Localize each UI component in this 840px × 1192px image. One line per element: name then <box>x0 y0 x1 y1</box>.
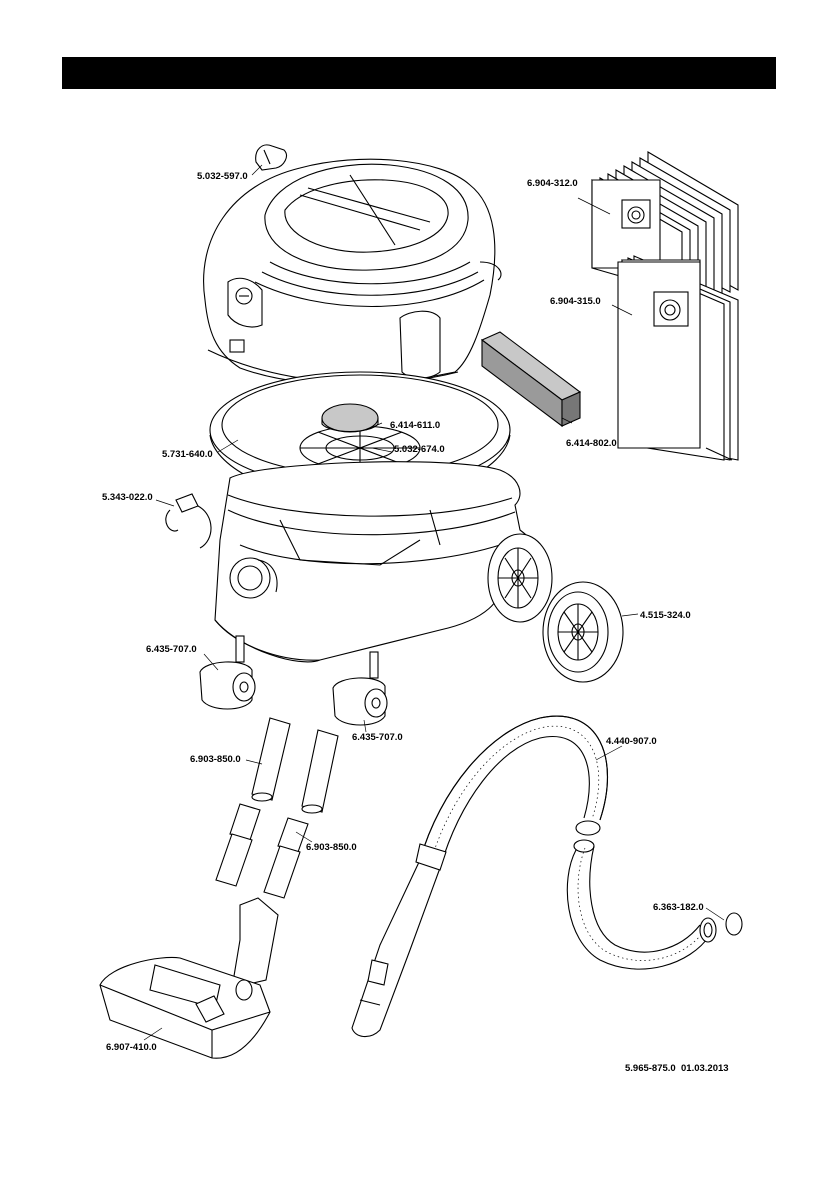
document-footer: 5.965-875.0 01.03.2013 <box>625 1063 729 1074</box>
clamp-illustration <box>166 494 211 548</box>
suction-tubes-illustration <box>216 718 338 898</box>
part-label: 6.907-410.0 <box>106 1042 157 1053</box>
caster-right-illustration <box>333 652 387 725</box>
part-label: 6.435-707.0 <box>352 732 403 743</box>
part-label: 6.414-802.0 <box>566 438 617 449</box>
part-label: 4.515-324.0 <box>640 610 691 621</box>
part-label: 5.032-674.0 <box>394 444 445 455</box>
part-label: 5.343-022.0 <box>102 492 153 503</box>
rear-wheel-mounted-illustration <box>488 534 552 622</box>
wheel-illustration <box>543 582 623 682</box>
caster-left-illustration <box>200 636 255 709</box>
part-label: 6.903-850.0 <box>306 842 357 853</box>
part-label: 5.731-640.0 <box>162 449 213 460</box>
part-label: 6.904-315.0 <box>550 296 601 307</box>
part-label: 6.903-850.0 <box>190 754 241 765</box>
part-label: 4.440-907.0 <box>606 736 657 747</box>
part-label: 5.032-597.0 <box>197 171 248 182</box>
part-label: 6.414-611.0 <box>390 420 440 431</box>
document-date: 01.03.2013 <box>681 1063 729 1074</box>
motor-head-illustration <box>204 159 501 384</box>
part-label: 6.363-182.0 <box>653 902 704 913</box>
document-number: 5.965-875.0 <box>625 1063 676 1074</box>
o-ring-illustration <box>726 913 742 935</box>
part-label: 6.904-312.0 <box>527 178 578 189</box>
hose-illustration <box>352 716 716 1036</box>
part-label: 6.435-707.0 <box>146 644 197 655</box>
floor-nozzle-illustration <box>100 898 278 1058</box>
